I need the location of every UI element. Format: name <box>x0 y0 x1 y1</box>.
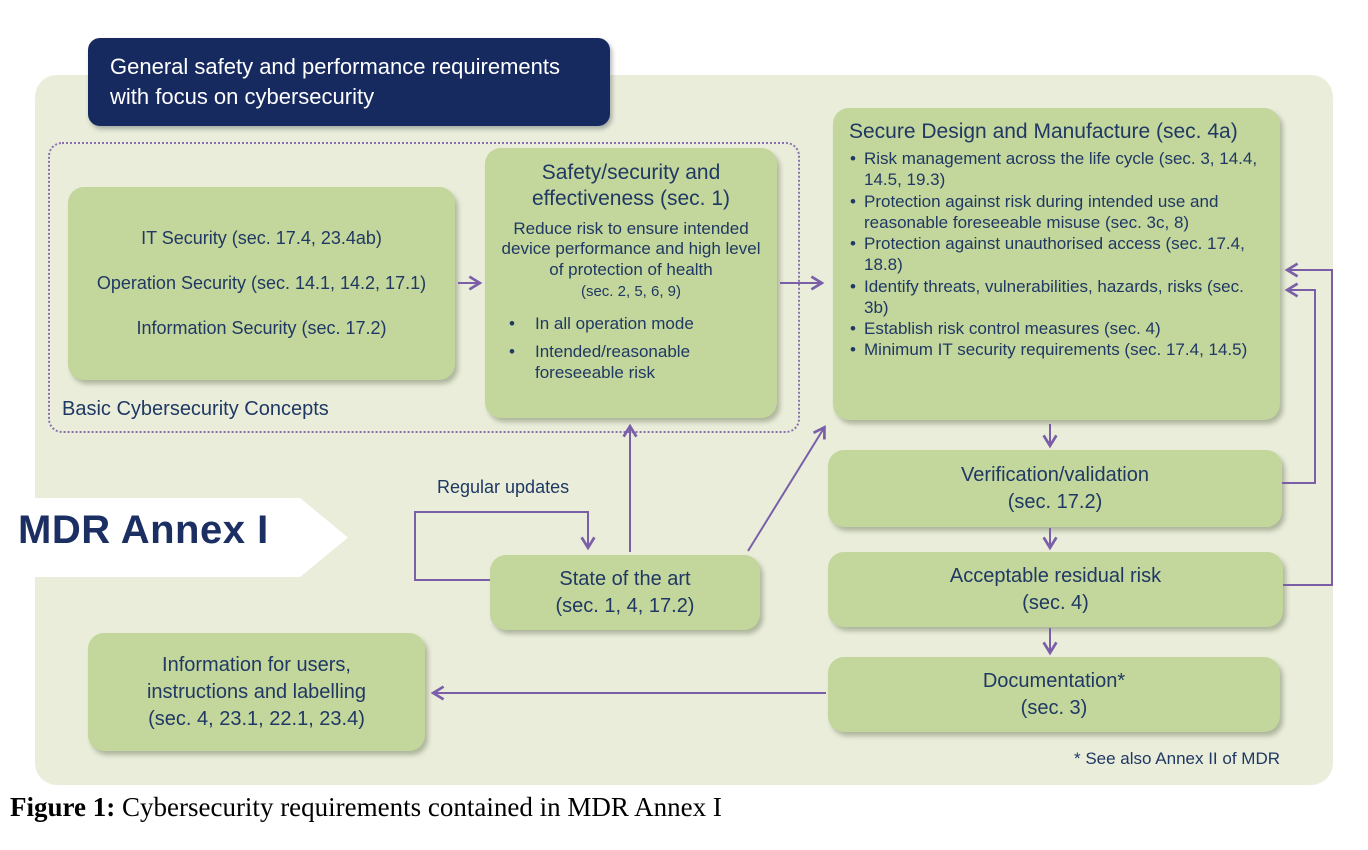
figure-caption-text: Cybersecurity requirements contained in … <box>121 792 722 822</box>
annex2-footnote: * See also Annex II of MDR <box>1074 749 1280 768</box>
figure-caption: Figure 1: Cybersecurity requirements con… <box>10 792 722 823</box>
verification-validation-box: Verification/validation (sec. 17.2) <box>828 450 1282 527</box>
mdr-annex-chevron <box>0 498 348 577</box>
basic-concepts-group-border <box>48 142 800 433</box>
acceptable-ref: (sec. 4) <box>1022 591 1089 614</box>
secure-design-bullet: Risk management across the life cycle (s… <box>849 148 1270 191</box>
secure-design-title: Secure Design and Manufacture (sec. 4a) <box>849 120 1238 143</box>
documentation-box: Documentation* (sec. 3) <box>828 657 1280 732</box>
header-title-line2: with focus on cybersecurity <box>110 84 375 109</box>
acceptable-title: Acceptable residual risk <box>949 564 1162 587</box>
safety-box-bullets: In all operation mode Intended/reasonabl… <box>499 314 763 384</box>
basic-concepts-group-label: Basic Cybersecurity Concepts <box>62 398 329 420</box>
information-for-users-box: Information for users, instructions and … <box>88 633 425 751</box>
info-box-line3: (sec. 4, 23.1, 22.1, 23.4) <box>148 707 365 730</box>
acceptable-residual-risk-box: Acceptable residual risk (sec. 4) <box>828 552 1283 627</box>
state-of-art-title: State of the art <box>559 567 691 590</box>
safety-box-ref: (sec. 2, 5, 6, 9) <box>580 282 682 300</box>
basic-item-information-security: Information Security (sec. 17.2) <box>136 318 387 338</box>
verification-title: Verification/validation <box>961 463 1149 486</box>
info-box-line2: instructions and labelling <box>146 680 367 703</box>
safety-effectiveness-box: Safety/security and effectiveness (sec. … <box>485 148 777 418</box>
secure-design-bullet: Minimum IT security requirements (sec. 1… <box>849 339 1270 361</box>
safety-box-title: Safety/security and effectiveness (sec. … <box>531 161 731 211</box>
documentation-title: Documentation* <box>982 669 1126 692</box>
secure-design-bullet: Protection against unauthorised access (… <box>849 233 1270 276</box>
info-box-line1: Information for users, <box>162 653 351 676</box>
basic-item-operation-security: Operation Security (sec. 14.1, 14.2, 17.… <box>96 273 427 293</box>
secure-design-box: Secure Design and Manufacture (sec. 4a) … <box>833 108 1280 420</box>
safety-bullet: In all operation mode <box>499 314 763 335</box>
state-of-art-ref: (sec. 1, 4, 17.2) <box>555 594 695 617</box>
regular-updates-label: Regular updates <box>437 477 570 497</box>
verification-ref: (sec. 17.2) <box>1007 490 1103 513</box>
safety-box-body: Reduce risk to ensure intended device pe… <box>501 218 761 279</box>
secure-design-bullet: Identify threats, vulnerabilities, hazar… <box>849 276 1270 319</box>
figure-caption-number: Figure 1: <box>10 792 116 822</box>
documentation-ref: (sec. 3) <box>1020 696 1088 719</box>
secure-design-bullet: Establish risk control measures (sec. 4) <box>849 318 1270 340</box>
header-box: General safety and performance requireme… <box>88 38 610 126</box>
basic-concepts-box: IT Security (sec. 17.4, 23.4ab) Operatio… <box>68 187 455 380</box>
state-of-the-art-box: State of the art (sec. 1, 4, 17.2) <box>490 555 760 630</box>
safety-bullet: Intended/reasonable foreseeable risk <box>499 342 763 383</box>
mdr-annex-label: MDR Annex I <box>18 508 269 552</box>
secure-design-bullet: Protection against risk during intended … <box>849 191 1270 234</box>
header-title-line1: General safety and performance requireme… <box>110 54 561 80</box>
basic-item-it-security: IT Security (sec. 17.4, 23.4ab) <box>141 228 382 248</box>
